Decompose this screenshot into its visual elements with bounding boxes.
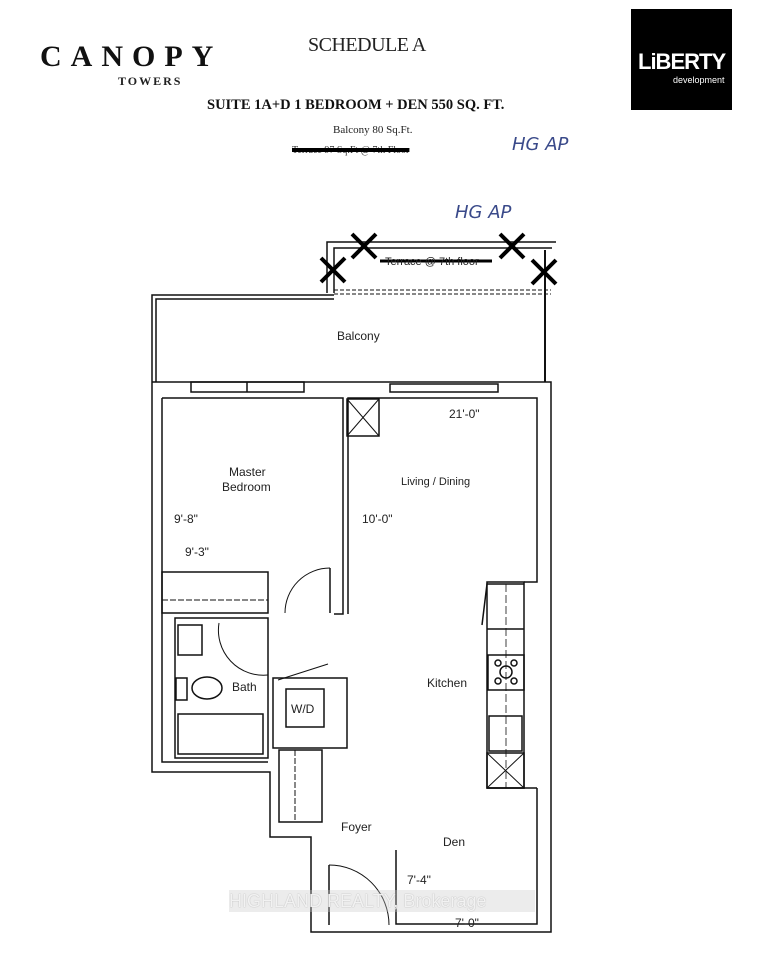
dim-bedroom-width: 9'-8" [174, 512, 198, 526]
foyer-label: Foyer [341, 820, 372, 834]
watermark: HIGHLAND REALTY, Brokerage [229, 890, 535, 912]
terrace-x-marks [319, 232, 558, 286]
dim-bedroom-length: 9'-3" [185, 545, 209, 559]
balcony-area: Balcony 80 Sq.Ft. [333, 124, 413, 136]
walls [151, 241, 556, 933]
terrace-label: Terrace @ 7th floor [385, 256, 479, 268]
den-label: Den [443, 835, 465, 849]
dim-den-width: 7'-4" [407, 873, 431, 887]
master-bedroom-label-1: Master [229, 465, 266, 479]
canopy-logo: CANOPY [40, 40, 223, 73]
logo-line1: LiBERTY [638, 49, 726, 74]
balcony-label: Balcony [337, 329, 380, 343]
liberty-development-logo: LiBERTY development [631, 9, 732, 110]
handwritten-initials-plan: HG AP [455, 202, 512, 223]
terrace-area-struck: Terrace 97 Sq.Ft @ 7th Floor [292, 145, 410, 156]
logo-line2: development [673, 75, 725, 85]
master-bedroom-label-2: Bedroom [222, 480, 271, 494]
handwritten-initials: HG AP [512, 134, 569, 155]
dim-den-length: 7'-0" [455, 916, 479, 930]
suite-title: SUITE 1A+D 1 BEDROOM + DEN 550 SQ. FT. [207, 97, 505, 113]
living-dining-label: Living / Dining [401, 476, 470, 488]
towers-logo-subtitle: TOWERS [118, 74, 183, 88]
schedule-title: SCHEDULE A [308, 34, 426, 56]
wd-label: W/D [291, 702, 315, 716]
kitchen-label: Kitchen [427, 676, 467, 690]
bath-label: Bath [232, 680, 257, 694]
dim-living-width: 10'-0" [362, 512, 393, 526]
dim-living-length: 21'-0" [449, 407, 480, 421]
